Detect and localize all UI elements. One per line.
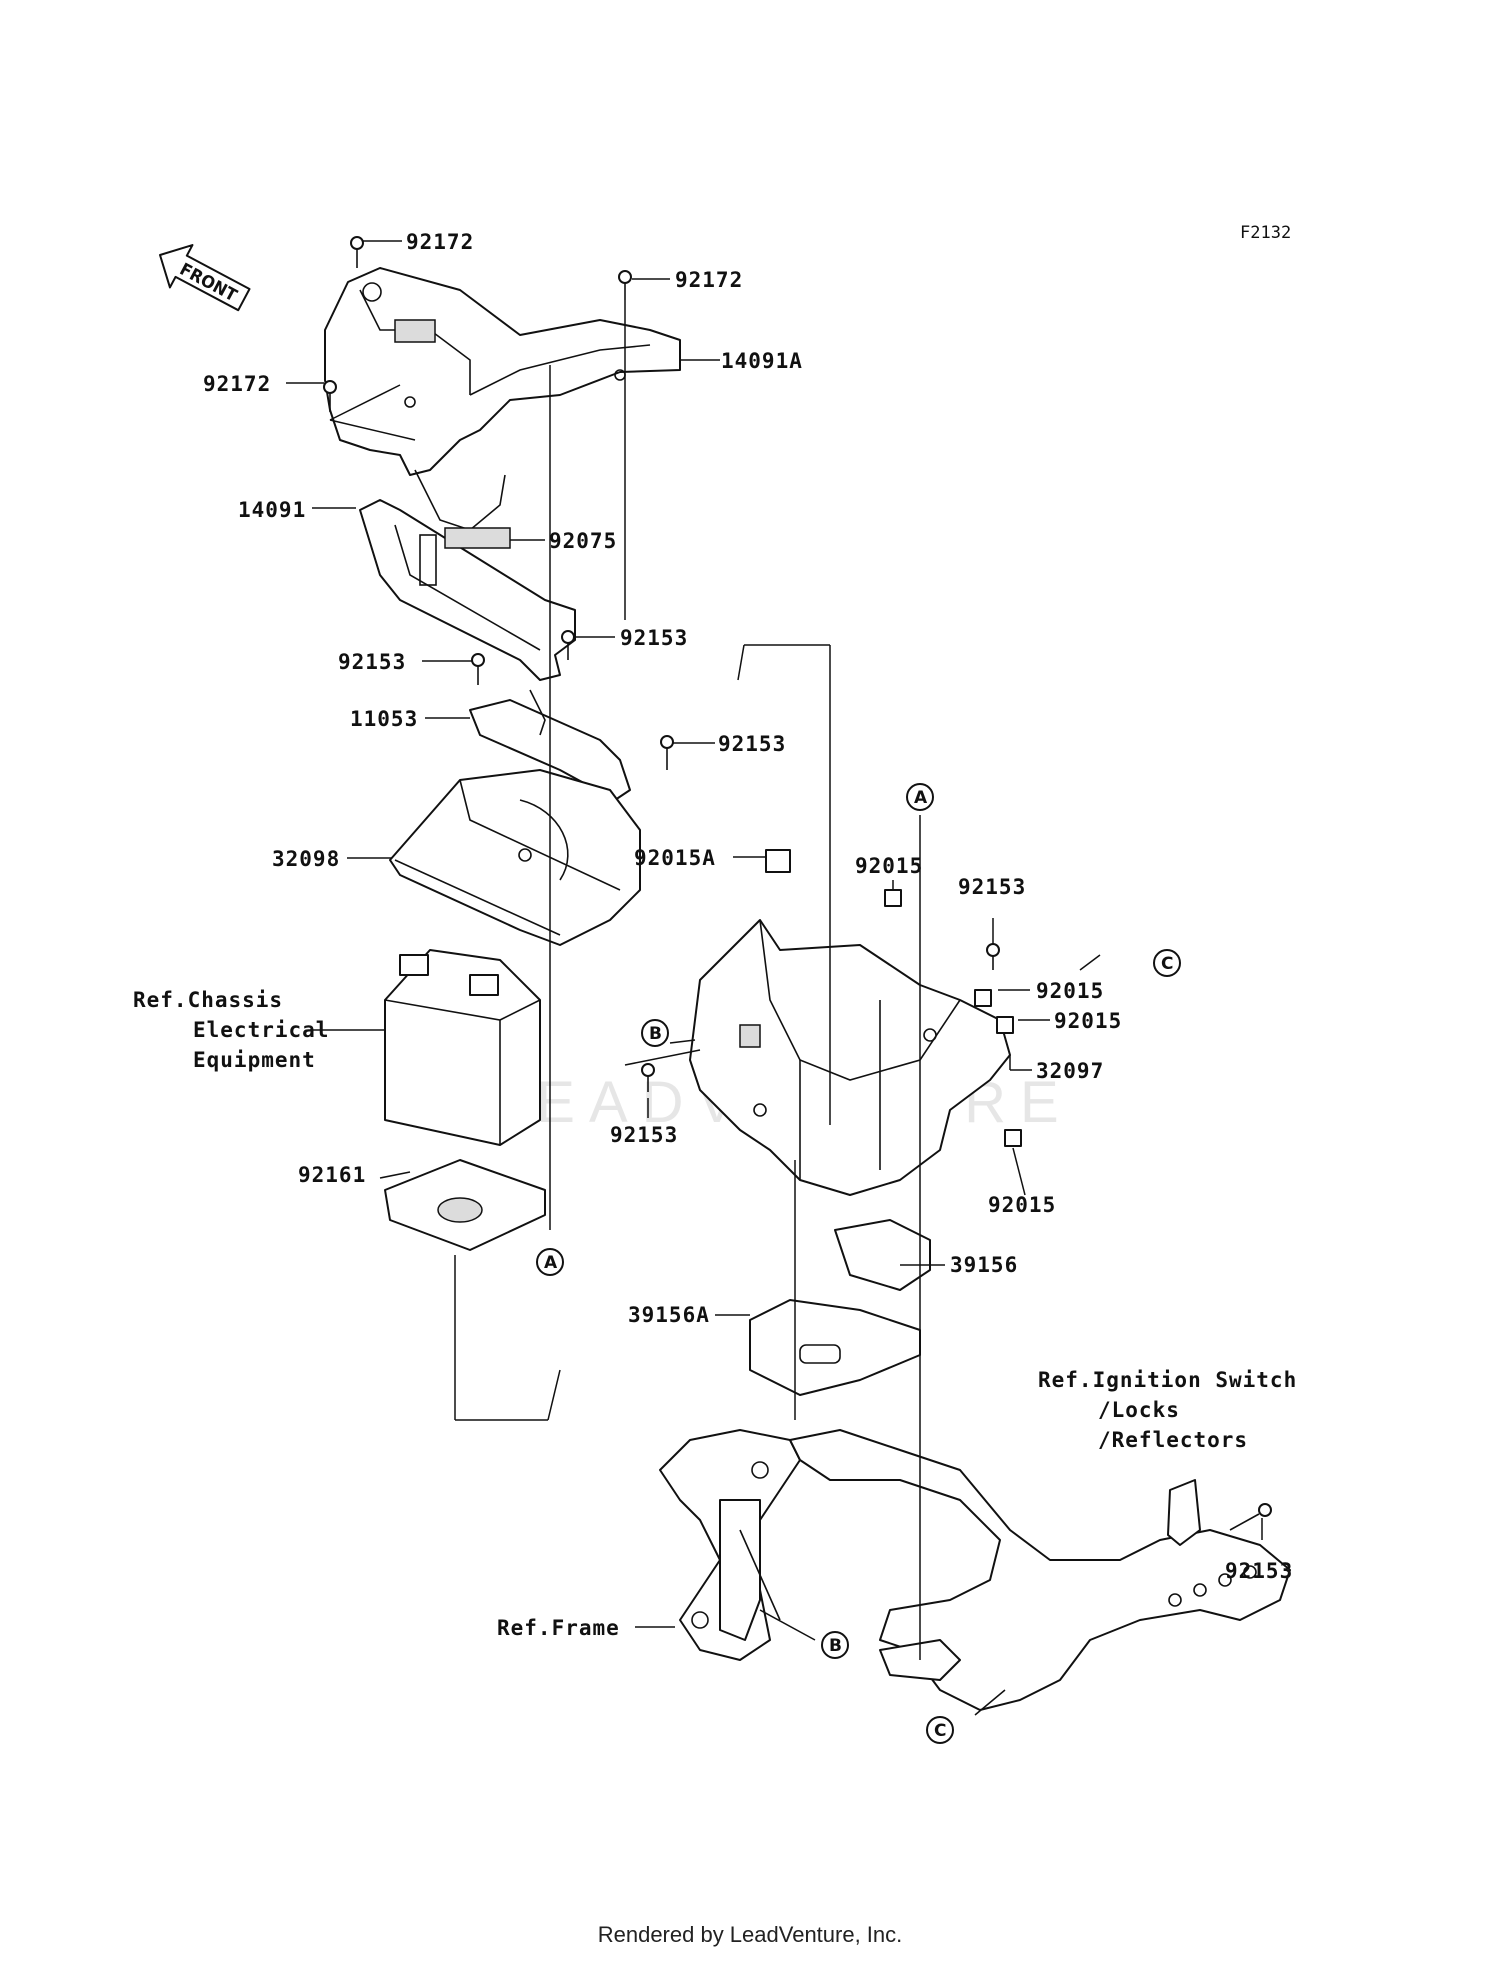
label-92015A: 92015A bbox=[634, 846, 716, 870]
bolt-icon bbox=[618, 270, 632, 300]
clip-icon bbox=[1004, 1129, 1022, 1147]
clip-icon bbox=[996, 1016, 1014, 1034]
label-92015-b: 92015 bbox=[1036, 979, 1104, 1003]
label-32097: 32097 bbox=[1036, 1059, 1104, 1083]
svg-text:C: C bbox=[934, 1721, 946, 1741]
svg-text:C: C bbox=[1161, 954, 1173, 974]
ref-frame: Ref.Frame bbox=[497, 1616, 620, 1640]
bolt-icon bbox=[350, 236, 364, 268]
label-92153-a: 92153 bbox=[620, 626, 688, 650]
footer-credit: Rendered by LeadVenture, Inc. bbox=[597, 1922, 903, 1947]
bolt-icon bbox=[641, 1063, 655, 1092]
bolt-icon bbox=[1229, 1503, 1272, 1531]
figure-code: F2132 bbox=[1240, 223, 1291, 243]
sheet-39156-drawing bbox=[834, 1219, 931, 1291]
pad-92075-drawing bbox=[444, 527, 511, 549]
label-92161: 92161 bbox=[298, 1163, 366, 1187]
pad-92161-drawing bbox=[384, 1159, 546, 1251]
marker-a-top: A bbox=[906, 783, 934, 811]
label-14091A: 14091A bbox=[721, 349, 803, 373]
marker-a-bottom: A bbox=[536, 1248, 564, 1276]
damper-92015A-drawing bbox=[765, 849, 791, 873]
label-92153-c: 92153 bbox=[718, 732, 786, 756]
label-92153-b: 92153 bbox=[338, 650, 406, 674]
battery-case-drawing bbox=[689, 919, 1011, 1196]
label-92153-e: 92153 bbox=[610, 1123, 678, 1147]
label-92015-a: 92015 bbox=[855, 854, 923, 878]
front-arrow-icon: FRONT bbox=[159, 244, 251, 312]
clip-icon bbox=[884, 889, 902, 907]
marker-c-right: C bbox=[1153, 949, 1181, 977]
frame-drawing bbox=[659, 1429, 1291, 1711]
label-92153-f: 92153 bbox=[1225, 1559, 1293, 1583]
label-39156A: 39156A bbox=[628, 1303, 710, 1327]
marker-b-left: B bbox=[641, 1019, 669, 1047]
bolt-icon bbox=[471, 653, 485, 685]
label-92015-c: 92015 bbox=[1054, 1009, 1122, 1033]
sheet-39156A-drawing bbox=[749, 1299, 921, 1396]
marker-c-bottom: C bbox=[926, 1716, 954, 1744]
label-14091: 14091 bbox=[238, 498, 306, 522]
svg-text:B: B bbox=[829, 1636, 842, 1656]
ref-ignition-line2: /Locks bbox=[1098, 1398, 1180, 1422]
marker-b-bottom: B bbox=[821, 1631, 849, 1659]
label-92015-d: 92015 bbox=[988, 1193, 1056, 1217]
ref-ignition-line1: Ref.Ignition Switch bbox=[1038, 1368, 1297, 1392]
bolt-icon bbox=[323, 380, 337, 412]
leader-lines bbox=[286, 240, 1263, 1716]
label-92172-left: 92172 bbox=[203, 372, 271, 396]
cover-14091A-drawing bbox=[324, 267, 681, 531]
label-92172-top: 92172 bbox=[406, 230, 474, 254]
bolt-icon bbox=[660, 735, 674, 770]
svg-text:A: A bbox=[914, 788, 928, 808]
ref-ignition-line3: /Reflectors bbox=[1098, 1428, 1248, 1452]
tray-32098-drawing bbox=[389, 769, 641, 946]
svg-text:B: B bbox=[649, 1024, 662, 1044]
cover-14091-drawing bbox=[359, 499, 576, 681]
label-92075: 92075 bbox=[549, 529, 617, 553]
label-32098: 32098 bbox=[272, 847, 340, 871]
label-92172-mid: 92172 bbox=[675, 268, 743, 292]
label-39156: 39156 bbox=[950, 1253, 1018, 1277]
label-11053: 11053 bbox=[350, 707, 418, 731]
battery-drawing bbox=[384, 949, 541, 1146]
label-92153-d: 92153 bbox=[958, 875, 1026, 899]
ref-chassis-line1: Ref.Chassis bbox=[133, 988, 283, 1012]
bolt-icon bbox=[986, 943, 1000, 970]
svg-text:A: A bbox=[544, 1253, 558, 1273]
clip-icon bbox=[974, 989, 992, 1007]
ref-chassis-line3: Equipment bbox=[193, 1048, 316, 1072]
alignment-lines bbox=[329, 300, 921, 1660]
ref-chassis-line2: Electrical bbox=[193, 1018, 329, 1042]
